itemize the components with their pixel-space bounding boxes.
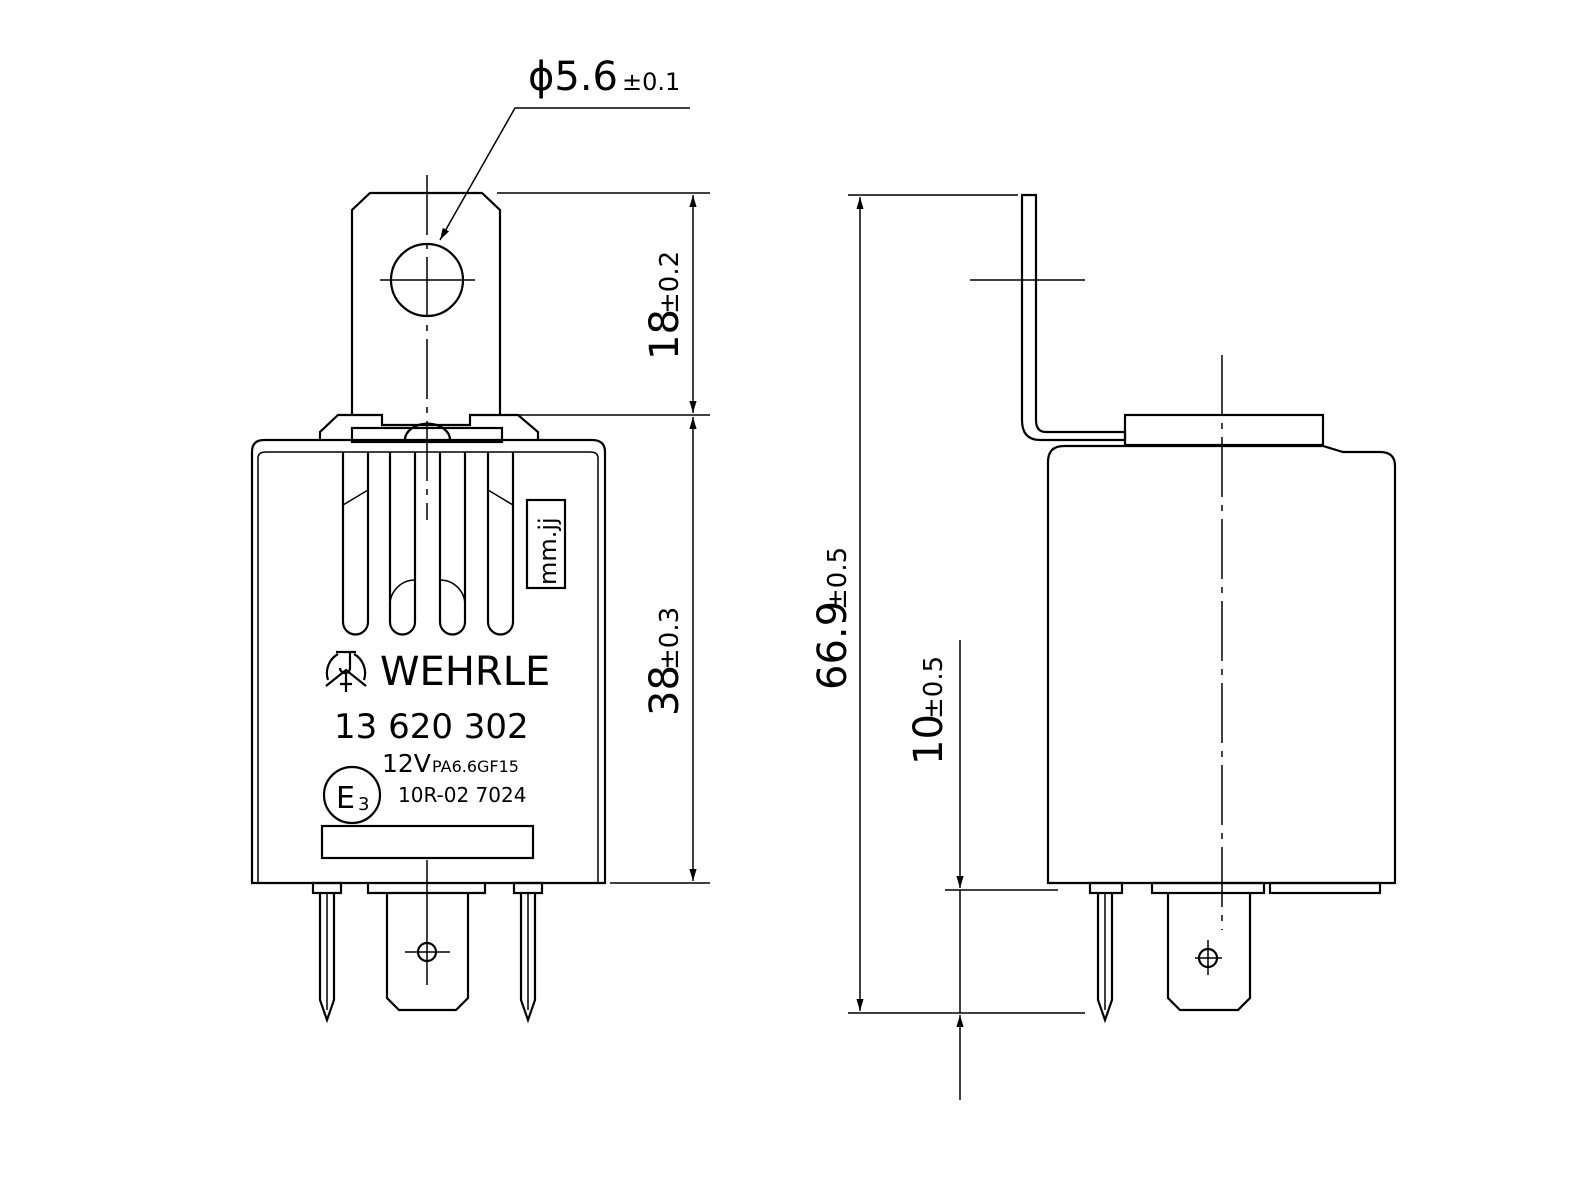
hole-diameter-tol: ±0.1 bbox=[622, 68, 680, 96]
pin-length-tol: ±0.5 bbox=[919, 656, 949, 719]
side-pins bbox=[1088, 881, 1382, 1024]
material-text: PA6.6GF15 bbox=[432, 757, 519, 776]
label-bar bbox=[320, 824, 535, 860]
total-height-tol: ±0.5 bbox=[823, 547, 853, 610]
front-view: mm.jj WEHRLE 13 620 302 12V PA6.6GF15 E … bbox=[250, 54, 710, 1024]
approval-mark-number: 3 bbox=[358, 794, 369, 815]
side-cap bbox=[1123, 413, 1325, 447]
brand-text: WEHRLE bbox=[380, 649, 550, 695]
date-code-box bbox=[525, 498, 567, 590]
tab-rivet bbox=[403, 422, 452, 441]
pin-length-value: 10 bbox=[906, 714, 952, 765]
approval-mark-letter: E bbox=[336, 781, 355, 816]
side-dimensions: 66.9 ±0.5 10 ±0.5 bbox=[810, 194, 1085, 1100]
approval-number: 10R-02 7024 bbox=[398, 783, 526, 807]
tab-height-tol: ±0.2 bbox=[655, 251, 685, 314]
tab-height-value: 18 bbox=[642, 309, 688, 360]
body-inner-edge bbox=[257, 451, 599, 883]
body-height-value: 38 bbox=[642, 665, 688, 716]
terminal-slots bbox=[341, 452, 515, 636]
front-pins bbox=[311, 860, 544, 1024]
hole-diameter-label: ϕ5.6 bbox=[528, 54, 618, 100]
hole-leader bbox=[439, 107, 690, 241]
bracket bbox=[1020, 193, 1127, 442]
approval-mark-circle bbox=[322, 765, 382, 825]
relay-body bbox=[250, 438, 607, 885]
wehrle-logo bbox=[325, 650, 367, 692]
total-height-value: 66.9 bbox=[810, 601, 856, 690]
mounting-tab bbox=[350, 191, 502, 415]
relay-cap bbox=[318, 413, 540, 440]
front-dimensions: ϕ5.6 ±0.1 18 ±0.2 38 ±0.3 bbox=[439, 54, 710, 884]
date-code-text: mm.jj bbox=[534, 517, 562, 585]
part-number: 13 620 302 bbox=[334, 707, 529, 747]
body-height-tol: ±0.3 bbox=[655, 607, 685, 670]
side-view: 66.9 ±0.5 10 ±0.5 bbox=[810, 193, 1397, 1100]
tab-base bbox=[350, 426, 504, 444]
side-body bbox=[1046, 444, 1397, 885]
voltage-text: 12V bbox=[382, 749, 431, 778]
